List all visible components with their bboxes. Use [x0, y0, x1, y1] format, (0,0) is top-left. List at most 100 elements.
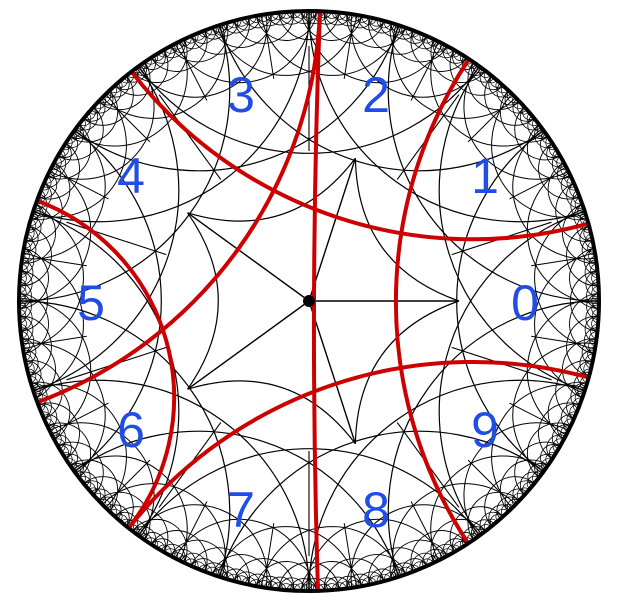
tiling-edge — [512, 128, 596, 260]
tiling-edge — [234, 575, 249, 585]
tiling-edge — [212, 569, 227, 580]
tiling-edge — [309, 10, 325, 19]
tiling-edge — [170, 39, 185, 50]
tiling-edge — [233, 571, 261, 587]
tiling-edge — [109, 508, 123, 522]
tiling-edge — [389, 22, 448, 63]
tiling-edge — [19, 293, 27, 309]
tiling-edge — [30, 162, 71, 221]
tiling-edge — [410, 501, 435, 547]
tiling-edge — [577, 204, 588, 219]
tiling-edge — [569, 404, 580, 419]
tiling-edge — [453, 49, 467, 61]
tiling-edge — [301, 583, 317, 591]
tiling-edge — [312, 577, 340, 592]
tiling-edge — [22, 346, 31, 362]
tiling-edge — [467, 106, 504, 143]
tiling-edge — [61, 451, 73, 466]
red-geodesic-4 — [36, 11, 322, 405]
tiling-edge — [531, 257, 581, 267]
tiling-edge — [278, 561, 340, 590]
tiling-edge — [478, 66, 492, 78]
tiling-edge — [316, 11, 332, 19]
tiling-edge — [160, 39, 186, 59]
tiling-edge — [170, 552, 185, 563]
tiling-edge — [512, 480, 535, 504]
tiling-edge — [590, 323, 599, 339]
tiling-edge — [432, 543, 458, 563]
tiling-edge — [190, 17, 250, 55]
tiling-edge — [21, 339, 30, 354]
tiling-edge — [101, 483, 226, 578]
tiling-edge — [20, 270, 49, 332]
tiling-edge — [446, 46, 461, 58]
tiling-edge — [361, 15, 377, 25]
tiling-edge — [144, 537, 159, 549]
tiling-edge — [19, 308, 27, 324]
tiling-edge — [22, 252, 84, 394]
tiling-edge — [271, 11, 287, 20]
tiling-edge — [534, 208, 596, 350]
tiling-edge — [583, 361, 593, 376]
tiling-edge — [432, 39, 458, 59]
tiling-edge — [47, 152, 67, 178]
tiling-edge — [526, 475, 540, 490]
tiling-edge — [496, 82, 520, 106]
tiling-edge — [574, 390, 585, 405]
tiling-edge — [21, 248, 30, 263]
tiling-edge — [19, 247, 49, 310]
tiling-edge — [556, 431, 568, 446]
tiling-edge — [391, 569, 406, 580]
tiling-edge — [38, 404, 49, 419]
tiling-edge — [211, 565, 239, 583]
tiling-edge — [379, 565, 407, 583]
tiling-edge — [20, 255, 30, 271]
tiling-edge — [265, 29, 275, 79]
tiling-edge — [547, 162, 588, 221]
tiling-edge — [211, 13, 272, 48]
tiling-ray — [308, 158, 357, 302]
tiling-edge — [35, 397, 46, 412]
tiling-edge — [572, 190, 583, 205]
tiling-edge — [536, 464, 548, 478]
tiling-edge — [241, 15, 257, 25]
tiling-edge — [190, 558, 217, 576]
tiling-edge — [392, 24, 517, 119]
tiling-edge — [398, 25, 413, 36]
tiling-edge — [587, 346, 596, 362]
tiling-edge — [430, 41, 546, 147]
tiling-edge — [401, 26, 428, 44]
tiling-edge — [376, 573, 392, 583]
tiling-edge — [170, 22, 229, 63]
tiling-edge — [70, 464, 82, 478]
tiling-edge — [47, 124, 92, 180]
tiling-edge — [158, 94, 222, 180]
tiling-edge — [151, 541, 165, 553]
tiling-edge — [57, 143, 69, 157]
tiling-edge — [132, 39, 188, 84]
tiling-edge — [419, 558, 434, 569]
tiling-edge — [260, 14, 402, 76]
tiling-edge — [144, 53, 159, 65]
tiling-edge — [88, 487, 102, 501]
tiling-edge — [331, 582, 347, 591]
tiling-edge — [459, 53, 474, 65]
tiling-edge — [286, 583, 302, 591]
tiling-edge — [512, 98, 535, 122]
tiling-edge — [422, 548, 448, 568]
tiling-edge — [27, 371, 45, 399]
tiling-edge — [255, 561, 318, 591]
tiling-edge — [552, 438, 564, 453]
tiling-edge — [278, 577, 306, 592]
tiling-edge — [573, 371, 591, 399]
tiling-edge — [265, 523, 275, 573]
tiling-edge — [398, 566, 413, 577]
tiling-edge — [244, 573, 272, 589]
tiling-edge — [514, 106, 561, 161]
tiling-edge — [496, 496, 520, 520]
tiling-edge — [449, 49, 504, 96]
tiling-edge — [526, 298, 600, 436]
tiling-edge — [34, 393, 52, 420]
tiling-edge — [563, 418, 574, 433]
tiling-edge — [354, 579, 370, 588]
